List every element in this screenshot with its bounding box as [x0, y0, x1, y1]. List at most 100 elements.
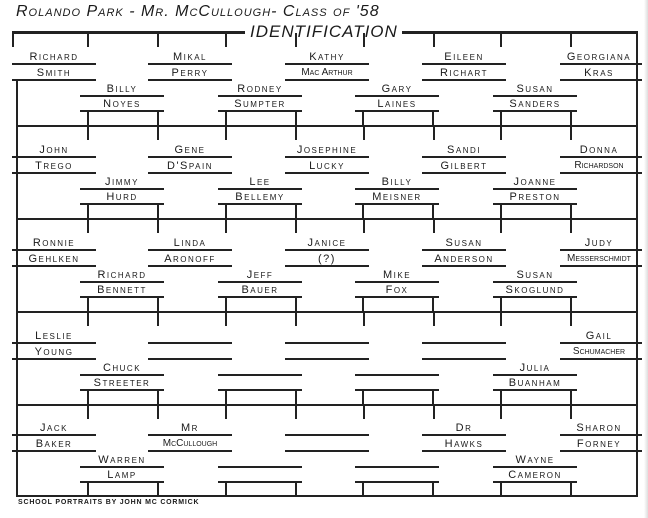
tick-line — [570, 203, 572, 219]
first-name: Janice — [307, 237, 347, 249]
name-line — [355, 296, 439, 298]
tick-line — [225, 312, 227, 326]
first-name: Billy — [381, 176, 413, 188]
name-line — [148, 249, 232, 251]
tick-line — [433, 33, 435, 47]
name-line — [355, 466, 439, 468]
name-line — [493, 481, 577, 483]
first-name: Warren — [98, 454, 146, 466]
name-line — [422, 63, 506, 65]
last-name: Mac Arthur — [301, 67, 353, 78]
name-line — [12, 342, 96, 344]
first-name: Rodney — [237, 83, 283, 95]
name-line — [12, 79, 96, 81]
last-name: Anderson — [434, 253, 494, 265]
first-name: Billy — [106, 83, 138, 95]
first-name: John — [39, 144, 69, 156]
first-name: Julia — [519, 362, 551, 374]
last-name: Cameron — [508, 469, 562, 481]
first-name: Jack — [40, 422, 68, 434]
tick-line — [295, 203, 297, 219]
tick-line — [570, 296, 572, 312]
tick-line — [500, 296, 502, 312]
frame-left-line — [16, 80, 18, 497]
last-name: Schumacher — [572, 346, 626, 357]
name-line — [218, 481, 302, 483]
name-line — [355, 203, 439, 205]
tick-line — [570, 481, 572, 497]
name-line — [285, 172, 369, 174]
first-name: Susan — [516, 269, 554, 281]
first-name: Chuck — [102, 362, 142, 374]
tick-line — [433, 126, 435, 140]
last-name: Lucky — [309, 160, 345, 172]
name-line — [422, 450, 506, 452]
tick-line — [295, 296, 297, 312]
first-name: Judy — [584, 237, 614, 249]
name-line — [355, 481, 439, 483]
last-name: Kras — [584, 67, 614, 79]
name-line — [422, 342, 506, 344]
name-line — [493, 110, 577, 112]
name-line — [218, 296, 302, 298]
tick-line — [295, 33, 297, 47]
name-line — [12, 265, 96, 267]
name-line — [560, 434, 642, 436]
tick-line — [362, 110, 364, 126]
first-name: Lee — [249, 176, 271, 188]
last-name: Buanham — [508, 377, 562, 389]
first-name: Georgiana — [566, 51, 632, 63]
tick-line — [87, 389, 89, 405]
tick-line — [295, 110, 297, 126]
tick-line — [500, 481, 502, 497]
first-name: Mike — [382, 269, 412, 281]
name-line — [285, 79, 369, 81]
first-name: Josephine — [296, 144, 358, 156]
tick-line — [157, 296, 159, 312]
band-separator — [16, 218, 638, 220]
tick-line — [570, 405, 572, 419]
name-line — [12, 358, 96, 360]
identification-heading: IDENTIFICATION — [246, 22, 402, 42]
first-name: Eileen — [444, 51, 484, 63]
tick-line — [157, 312, 159, 326]
first-name: Mikal — [172, 51, 207, 63]
tick-line — [433, 312, 435, 326]
name-line — [560, 156, 642, 158]
last-name: Noyes — [103, 98, 141, 110]
name-line — [422, 172, 506, 174]
tick-line — [87, 219, 89, 233]
first-name: Sandi — [447, 144, 481, 156]
first-name: Susan — [445, 237, 483, 249]
tick-line — [363, 219, 365, 233]
first-name: Gail — [585, 330, 613, 342]
first-name: Donna — [579, 144, 619, 156]
name-line — [422, 358, 506, 360]
last-name: Gilbert — [440, 160, 488, 172]
tick-line — [363, 405, 365, 419]
last-name: Meisner — [372, 191, 422, 203]
name-line — [218, 110, 302, 112]
name-line — [285, 450, 369, 452]
last-name: Lamp — [107, 469, 137, 481]
first-name: Sharon — [576, 422, 622, 434]
band-separator — [16, 125, 638, 127]
first-name: Jeff — [246, 269, 274, 281]
name-line — [493, 188, 577, 190]
name-line — [148, 63, 232, 65]
name-line — [560, 249, 642, 251]
tick-line — [295, 405, 297, 419]
tick-line — [570, 219, 572, 233]
name-line — [285, 342, 369, 344]
tick-line — [362, 203, 364, 219]
first-name: Susan — [516, 83, 554, 95]
tick-line — [432, 481, 434, 497]
tick-line — [157, 110, 159, 126]
name-line — [80, 481, 164, 483]
tick-line — [157, 33, 159, 47]
tick-line — [500, 110, 502, 126]
name-line — [80, 95, 164, 97]
name-line — [12, 249, 96, 251]
tick-line — [87, 203, 89, 219]
tick-line — [363, 33, 365, 47]
